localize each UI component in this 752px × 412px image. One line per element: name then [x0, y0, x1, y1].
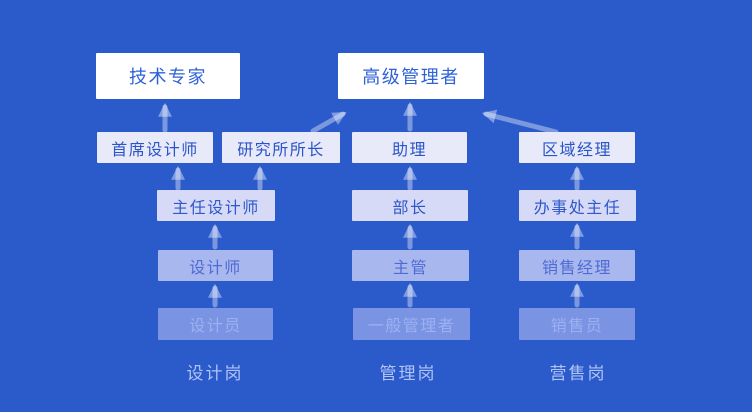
node-regional-manager: 区域经理: [519, 132, 635, 163]
node-tech-expert: 技术专家: [96, 53, 240, 99]
node-salesperson: 销售员: [519, 308, 635, 340]
node-senior-manager: 高级管理者: [338, 53, 484, 99]
node-designer: 设计师: [158, 250, 273, 281]
footer-management-post: 管理岗: [379, 363, 437, 383]
node-sales-manager: 销售经理: [519, 250, 635, 281]
node-assistant: 助理: [352, 132, 467, 163]
node-department-head: 部长: [352, 190, 468, 221]
node-draftsman: 设计员: [158, 308, 273, 340]
footer-sales-post: 营售岗: [549, 363, 607, 383]
node-director-designer: 主任设计师: [157, 190, 275, 221]
arrow-regional-manager-to-senior-manager: [481, 109, 559, 135]
arrow-institute-director-to-senior-manager: [310, 111, 347, 134]
node-general-manager: 一般管理者: [353, 308, 470, 340]
node-institute-director: 研究所所长: [222, 132, 340, 163]
footer-design-post: 设计岗: [186, 363, 244, 383]
node-chief-designer: 首席设计师: [97, 132, 213, 163]
node-supervisor: 主管: [352, 250, 469, 281]
node-office-director: 办事处主任: [519, 190, 636, 221]
